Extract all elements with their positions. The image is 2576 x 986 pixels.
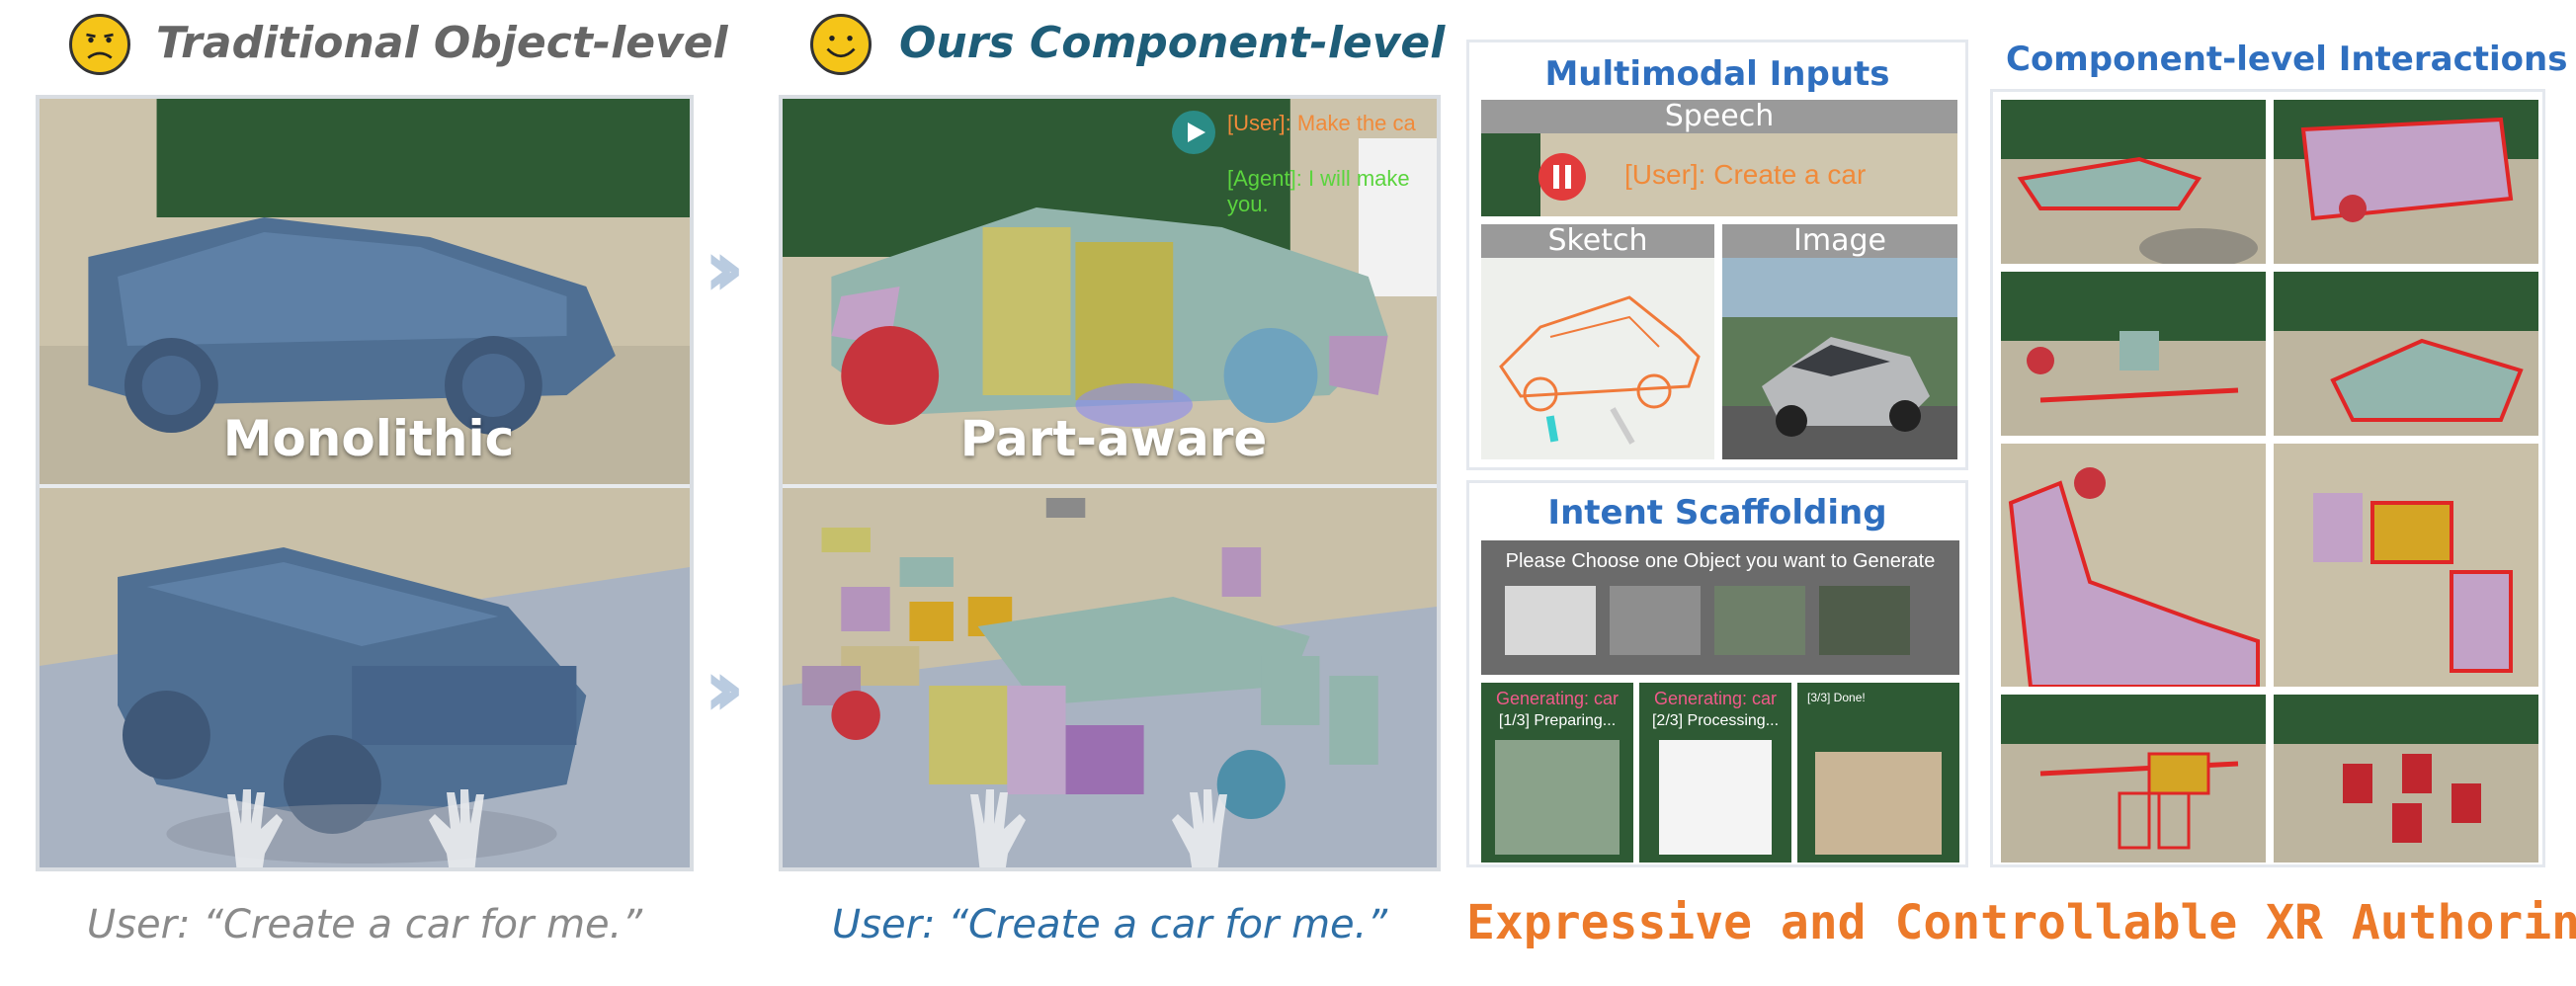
interactions-title: Component-level Interactions <box>2006 40 2568 79</box>
interaction-cell <box>2001 695 2266 863</box>
sketch-canvas <box>1481 258 1714 459</box>
choice-thumbnail[interactable] <box>1505 586 1596 655</box>
intent-scaffolding-box: Intent Scaffolding Please Choose one Obj… <box>1466 480 1968 867</box>
choice-thumbnail[interactable] <box>1714 586 1805 655</box>
chevron-right-icon: ›› <box>704 222 745 314</box>
ours-panel: [User]: Make the ca [Agent]: I will make… <box>779 95 1441 871</box>
monolithic-label: Monolithic <box>222 410 515 467</box>
traditional-heading: Traditional Object-level <box>156 18 728 68</box>
user-chat-text: [User]: Make the ca <box>1227 111 1416 135</box>
image-label: Image <box>1722 224 1957 258</box>
interaction-cell <box>2274 100 2538 264</box>
play-icon[interactable] <box>1170 109 1217 156</box>
hand-icon <box>227 789 283 867</box>
hand-icon <box>970 789 1026 867</box>
monolithic-car-front-scene <box>40 488 690 867</box>
speech-label: Speech <box>1481 100 1957 133</box>
panel-divider <box>783 484 1437 488</box>
step3-status: [3/3] Done! <box>1807 691 1866 704</box>
choice-thumbnail[interactable] <box>1819 586 1910 655</box>
agent-chat-text-2: you. <box>1227 192 1269 216</box>
scaffolding-title: Intent Scaffolding <box>1547 493 1887 533</box>
panel-divider <box>40 484 690 488</box>
step2-preview <box>1659 740 1772 855</box>
exploded-parts-scene <box>783 488 1437 867</box>
pause-icon[interactable] <box>1537 151 1588 203</box>
multimodal-title: Multimodal Inputs <box>1544 54 1890 94</box>
interaction-cell <box>2274 444 2538 687</box>
choice-thumbnail[interactable] <box>1610 586 1701 655</box>
smile-emoji-icon <box>810 14 872 75</box>
speech-panel: [User]: Create a car <box>1481 133 1957 216</box>
interaction-cell <box>2001 100 2266 264</box>
generation-step-2: Generating: car [2/3] Processing... <box>1639 683 1791 863</box>
reference-photo <box>1722 258 1957 459</box>
traditional-panel: Monolithic <box>36 95 694 871</box>
monolithic-car-scene: Monolithic <box>40 99 690 484</box>
step3-preview <box>1815 752 1942 855</box>
speech-text: [User]: Create a car <box>1624 159 1867 190</box>
generation-step-3: [3/3] Done! <box>1797 683 1959 863</box>
interactions-box <box>1990 89 2545 867</box>
part-aware-car-scene: [User]: Make the ca [Agent]: I will make… <box>783 99 1437 484</box>
choice-prompt: Please Choose one Object you want to Gen… <box>1505 550 1936 572</box>
bottom-tagline: Expressive and Controllable XR Authoring <box>1466 895 2576 950</box>
step1-preview <box>1495 740 1620 855</box>
multimodal-inputs-box: Multimodal Inputs Speech [User]: Create … <box>1466 40 1968 470</box>
chevron-right-icon: ›› <box>704 642 745 734</box>
interaction-cell <box>2001 272 2266 436</box>
step2-title: Generating: car <box>1653 689 1778 708</box>
frown-emoji-icon <box>69 14 130 75</box>
choice-panel: Please Choose one Object you want to Gen… <box>1481 540 1959 675</box>
ours-heading: Ours Component-level <box>899 18 1446 68</box>
step2-status: [2/3] Processing... <box>1651 712 1780 729</box>
interaction-cell <box>2274 272 2538 436</box>
hand-icon <box>429 789 484 867</box>
part-aware-label: Part-aware <box>959 410 1268 467</box>
step1-title: Generating: car <box>1495 689 1620 708</box>
interaction-cell <box>2001 444 2266 687</box>
hand-icon <box>1172 789 1227 867</box>
interaction-cell <box>2274 695 2538 863</box>
traditional-caption: User: “Create a car for me.” <box>86 902 643 947</box>
agent-chat-text: [Agent]: I will make <box>1227 166 1410 191</box>
ours-caption: User: “Create a car for me.” <box>831 902 1388 947</box>
sketch-label: Sketch <box>1481 224 1714 258</box>
step1-status: [1/3] Preparing... <box>1498 712 1617 729</box>
generation-step-1: Generating: car [1/3] Preparing... <box>1481 683 1633 863</box>
